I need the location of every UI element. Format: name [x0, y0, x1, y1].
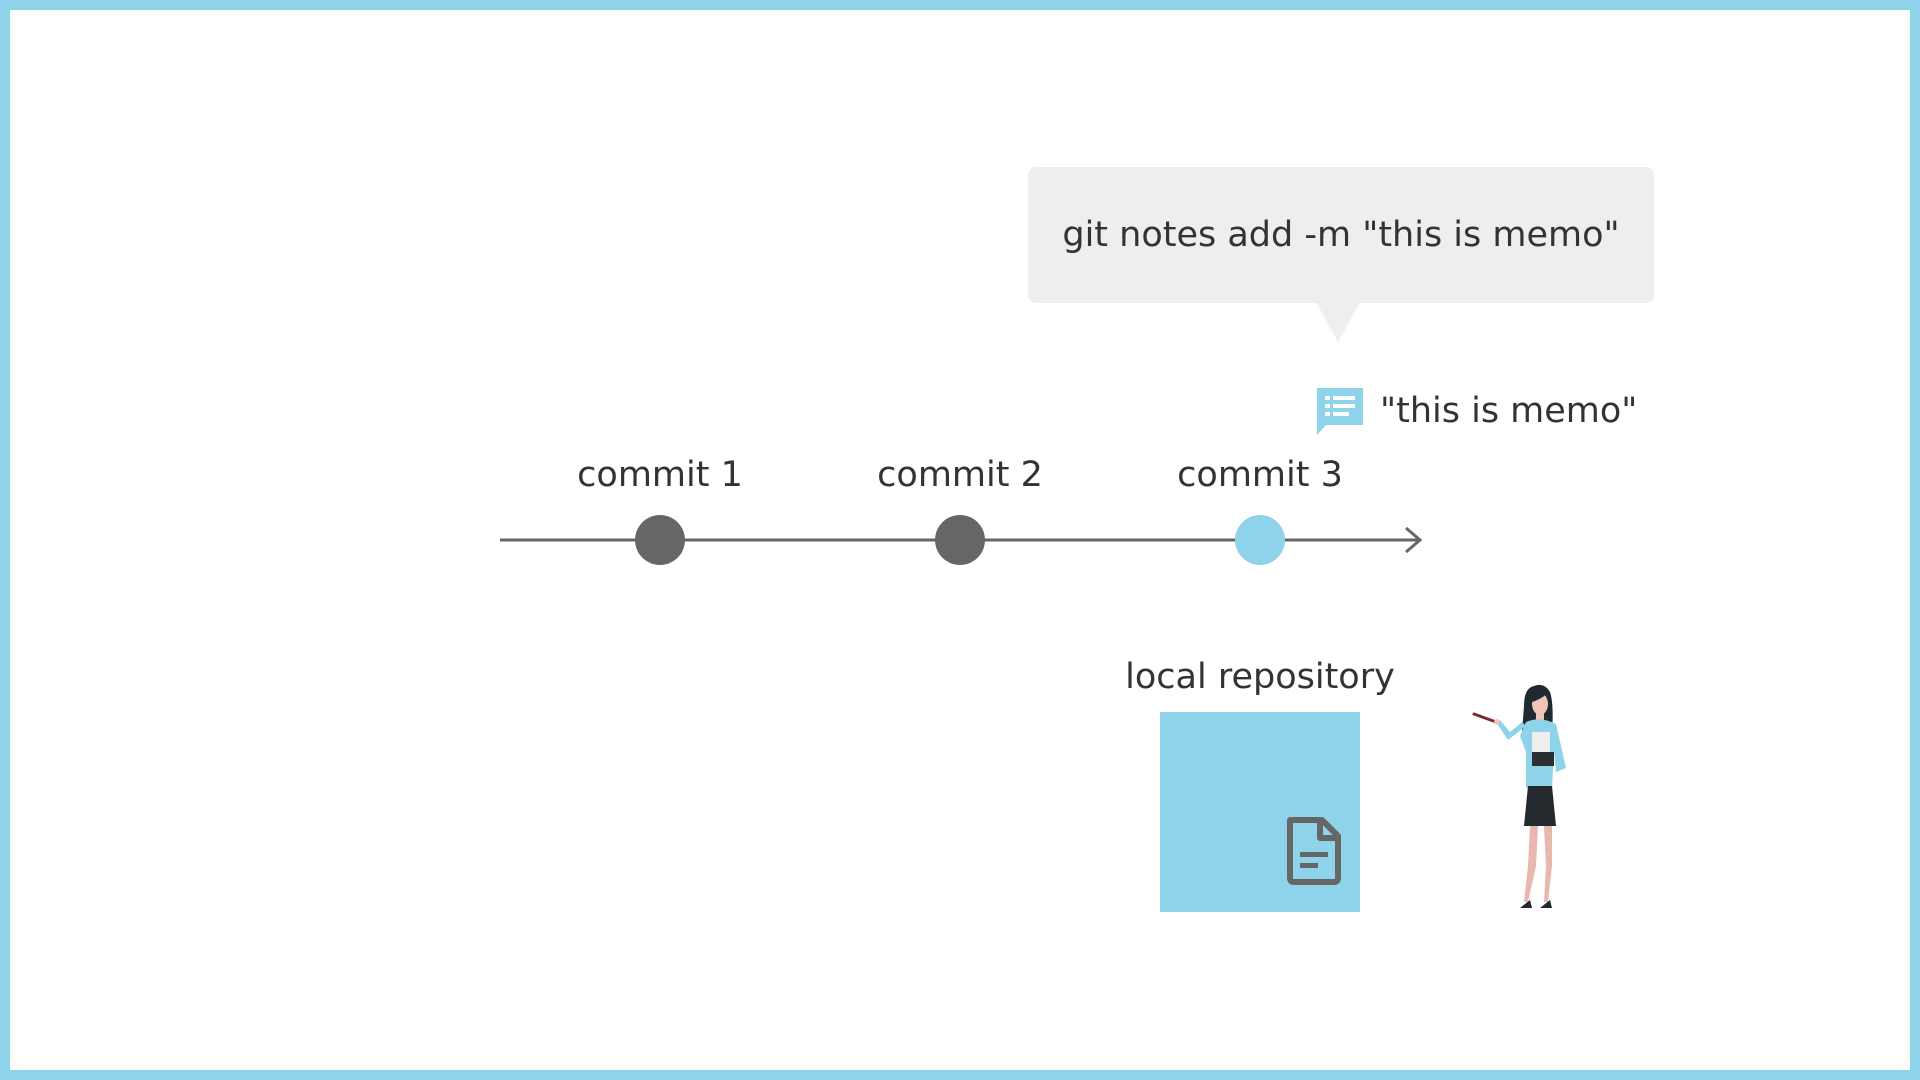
commit-node-1 — [635, 515, 685, 565]
callout-command-text: git notes add -m "this is memo" — [1062, 215, 1620, 255]
commit-label-1: commit 1 — [577, 455, 743, 495]
callout-tail — [1316, 302, 1360, 342]
commit-label-3: commit 3 — [1177, 455, 1343, 495]
commit-note: "this is memo" — [1314, 385, 1637, 437]
note-text: "this is memo" — [1380, 391, 1638, 431]
timeline-arrow-head — [1405, 526, 1423, 554]
presenter-illustration-icon — [1472, 684, 1566, 908]
repository-label: local repository — [1125, 657, 1395, 697]
command-callout: git notes add -m "this is memo" — [1028, 167, 1654, 303]
commit-label-2: commit 2 — [877, 455, 1043, 495]
note-list-icon — [1317, 388, 1363, 435]
commit-node-3 — [1235, 515, 1285, 565]
repository-box — [1160, 712, 1360, 912]
document-icon — [1287, 817, 1341, 885]
commit-node-2 — [935, 515, 985, 565]
